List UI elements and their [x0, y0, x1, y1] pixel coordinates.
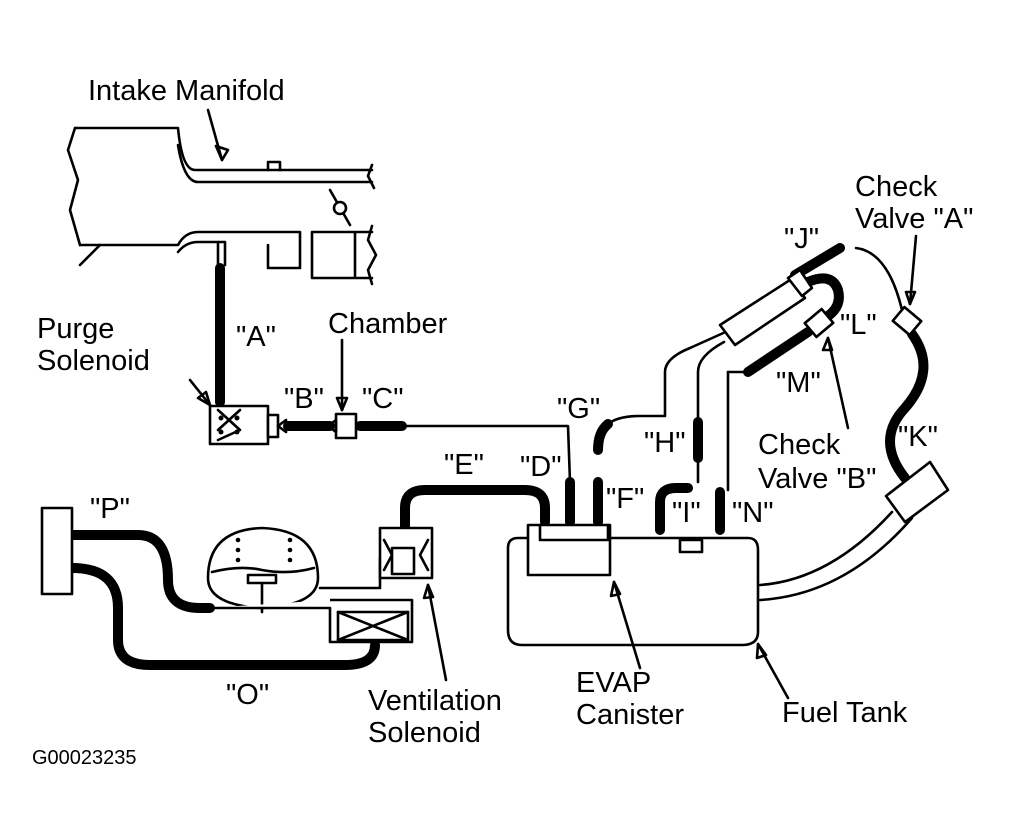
hose-i-label: "I" [672, 497, 701, 529]
hose-o-label: "O" [226, 679, 269, 711]
filter-case [208, 598, 414, 644]
pointers [188, 108, 918, 700]
hose-d-label: "D" [520, 451, 562, 483]
hose-j [790, 243, 845, 280]
check-valve-a-label-line1: Check [855, 171, 938, 203]
hose-m-label: "M" [776, 367, 821, 399]
hose-i [655, 483, 693, 535]
hose-k-label: "K" [898, 421, 938, 453]
hose-g [593, 419, 613, 455]
hose-f-label: "F" [606, 483, 644, 515]
ventilation-solenoid [378, 526, 434, 580]
vapor-reservoir [206, 526, 320, 614]
figure-code: G00023235 [32, 747, 137, 769]
intake-manifold-label: Intake Manifold [88, 75, 285, 107]
ventilation-solenoid-label-line1: Ventilation [368, 685, 502, 717]
hose-k [885, 329, 929, 483]
evap-canister [526, 523, 612, 577]
hose-m [743, 327, 813, 377]
hose-c-label: "C" [362, 383, 404, 415]
hose-p-label: "P" [90, 493, 130, 525]
hose-a-label: "A" [236, 321, 276, 353]
evap-canister-label-line2: Canister [576, 699, 684, 731]
purge-solenoid-label-line1: Purge [37, 313, 114, 345]
hose-e [400, 485, 550, 533]
fuel-tank-label: Fuel Tank [782, 697, 908, 729]
purge-solenoid-label-line2: Solenoid [37, 345, 150, 377]
check-valve-b [803, 307, 835, 339]
hose-l [803, 273, 844, 321]
hose-l-label: "L" [840, 309, 877, 341]
check-valve-a-label-line2: Valve "A" [855, 203, 973, 235]
hose-n-label: "N" [732, 497, 774, 529]
hose-o [67, 563, 380, 670]
hose-b-label: "B" [284, 383, 324, 415]
hose-h-label: "H" [644, 427, 686, 459]
filler-neck [884, 460, 950, 524]
intake-manifold [66, 126, 378, 286]
lines [318, 246, 914, 602]
ventilation-solenoid-label-line2: Solenoid [368, 717, 481, 749]
evap-canister-label-line1: EVAP [576, 667, 651, 699]
hose-g-label: "G" [557, 393, 600, 425]
check-valve-a [891, 305, 923, 337]
hose-j-label: "J" [784, 223, 819, 255]
purge-solenoid [208, 404, 288, 446]
hose-e-label: "E" [444, 449, 484, 481]
chamber-label: Chamber [328, 308, 448, 340]
separator-valve [718, 268, 814, 347]
check-valve-b-label-line2: Valve "B" [758, 463, 876, 495]
check-valve-b-label-line1: Check [758, 429, 841, 461]
hose-p [67, 530, 215, 613]
air-filter [40, 506, 74, 596]
